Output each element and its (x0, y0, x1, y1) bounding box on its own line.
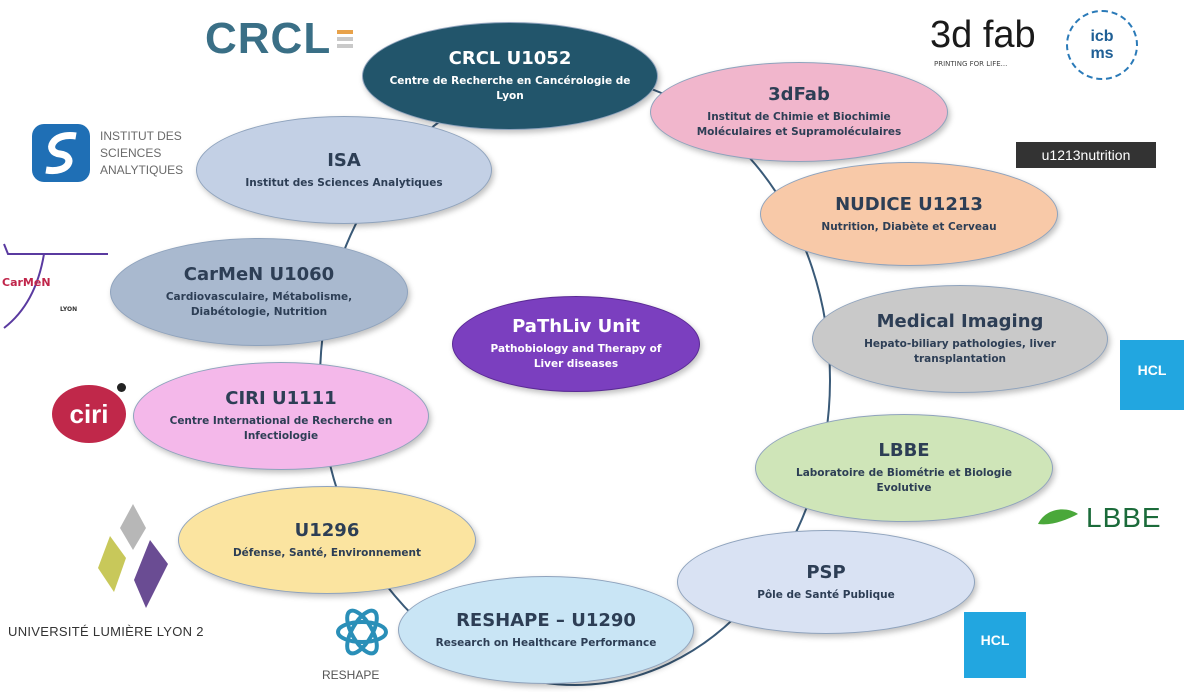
node-lbbe-title: LBBE (878, 440, 930, 461)
crcl-logo: CRCL (205, 12, 365, 66)
node-reshape-subtitle: Research on Healthcare Performance (435, 636, 657, 649)
reshape-atom-icon (336, 608, 388, 656)
node-nudice-title: NUDICE U1213 (835, 193, 983, 215)
node-ciri-subtitle: Centre International de Recherche en Inf… (169, 415, 393, 442)
crcl-logo-text: CRCL (205, 14, 332, 63)
hcl-logo-top-text: HCL (1137, 362, 1167, 378)
ciri-logo: ciri (48, 383, 130, 445)
lyon2-leaves-icon (98, 504, 168, 608)
node-lbbe-subtitle: Laboratoire de Biométrie et Biologie Evo… (796, 467, 1012, 494)
node-carmen-subtitle: Cardiovasculaire, Métabolisme, Diabétolo… (165, 291, 353, 318)
node-carmen-title: CarMeN U1060 (183, 264, 335, 285)
3dfab-logo: 3d fab PRINTING FOR LIFE... (928, 14, 1056, 74)
u1213-logo: u1213nutrition (1016, 142, 1156, 168)
hcl-logo-bottom: HCL (964, 612, 1026, 678)
node-psp[interactable]: PSP Pôle de Santé Publique (677, 530, 975, 634)
carmen-logo-text: CarMeN (2, 276, 51, 289)
center-subtitle: Pathobiology and Therapy of Liver diseas… (490, 343, 662, 370)
node-isa[interactable]: ISA Institut des Sciences Analytiques (196, 116, 492, 224)
lyon2-logo: UNIVERSITÉ LUMIÈRE LYON 2 (8, 500, 238, 660)
node-crcl-title: CRCL U1052 (448, 48, 572, 69)
node-lbbe[interactable]: LBBE Laboratoire de Biométrie et Biologi… (755, 414, 1053, 522)
node-u1296-subtitle: Défense, Santé, Environnement (232, 546, 422, 559)
ciri-logo-text: ciri (69, 398, 109, 429)
isa-logo-icon (32, 124, 90, 182)
node-ciri-title: CIRI U1111 (225, 388, 337, 409)
node-reshape[interactable]: RESHAPE – U1290 Research on Healthcare P… (398, 576, 694, 684)
carmen-logo: CarMeN LYON (0, 238, 110, 334)
hcl-logo-top: HCL (1120, 340, 1184, 410)
center-title: PaThLiv Unit (512, 316, 640, 337)
carmen-logo-lines (3, 243, 108, 329)
isa-logo-text: INSTITUT DES SCIENCES ANALYTIQUES (100, 128, 184, 177)
node-u1296-title: U1296 (294, 519, 360, 541)
lyon2-logo-text: UNIVERSITÉ LUMIÈRE LYON 2 (8, 624, 204, 639)
reshape-logo: RESHAPE (318, 598, 408, 688)
node-crcl-subtitle: Centre de Recherche en Cancérologie de L… (389, 75, 631, 102)
3dfab-logo-text: 3d fab (930, 14, 1036, 56)
node-ciri[interactable]: CIRI U1111 Centre International de Reche… (133, 362, 429, 470)
node-isa-subtitle: Institut des Sciences Analytiques (245, 176, 443, 189)
node-center-pathliv[interactable]: PaThLiv Unit Pathobiology and Therapy of… (452, 296, 700, 392)
node-carmen[interactable]: CarMeN U1060 Cardiovasculaire, Métabolis… (110, 238, 408, 346)
node-medical-imaging-title: Medical Imaging (876, 311, 1044, 332)
hcl-logo-bottom-text: HCL (980, 632, 1010, 648)
crcl-logo-bars (337, 27, 354, 51)
lbbe-logo-text: LBBE (1086, 502, 1162, 533)
node-psp-title: PSP (806, 561, 846, 583)
node-medical-imaging-subtitle: Hepato-biliary pathologies, liver transp… (864, 338, 1056, 365)
ciri-dot-icon (117, 383, 126, 392)
icbms-logo-text: icb ms (1090, 28, 1114, 62)
lbbe-leaf-icon (1038, 509, 1078, 525)
node-3dfab[interactable]: 3dFab Institut de Chimie et Biochimie Mo… (650, 62, 948, 162)
node-medical-imaging[interactable]: Medical Imaging Hepato-biliary pathologi… (812, 285, 1108, 393)
node-reshape-title: RESHAPE – U1290 (456, 609, 636, 631)
node-3dfab-subtitle: Institut de Chimie et Biochimie Molécula… (696, 111, 902, 138)
lbbe-logo: LBBE (1036, 492, 1184, 544)
node-u1296[interactable]: U1296 Défense, Santé, Environnement (178, 486, 476, 594)
icbms-logo: icb ms (1062, 8, 1142, 80)
isa-logo: INSTITUT DES SCIENCES ANALYTIQUES (30, 118, 190, 188)
u1213-logo-text: u1213nutrition (1041, 147, 1131, 163)
reshape-logo-text: RESHAPE (322, 668, 380, 682)
icbms-logo-ring: icb ms (1066, 10, 1138, 80)
3dfab-logo-sub: PRINTING FOR LIFE... (934, 60, 1008, 68)
node-isa-title: ISA (327, 149, 361, 171)
node-psp-subtitle: Pôle de Santé Publique (757, 588, 895, 601)
ciri-logo-badge: ciri (52, 385, 126, 443)
node-nudice[interactable]: NUDICE U1213 Nutrition, Diabète et Cerve… (760, 162, 1058, 266)
node-crcl[interactable]: CRCL U1052 Centre de Recherche en Cancér… (362, 22, 658, 130)
carmen-logo-sub: LYON (60, 306, 78, 313)
node-3dfab-title: 3dFab (768, 84, 830, 105)
node-nudice-subtitle: Nutrition, Diabète et Cerveau (821, 220, 997, 233)
